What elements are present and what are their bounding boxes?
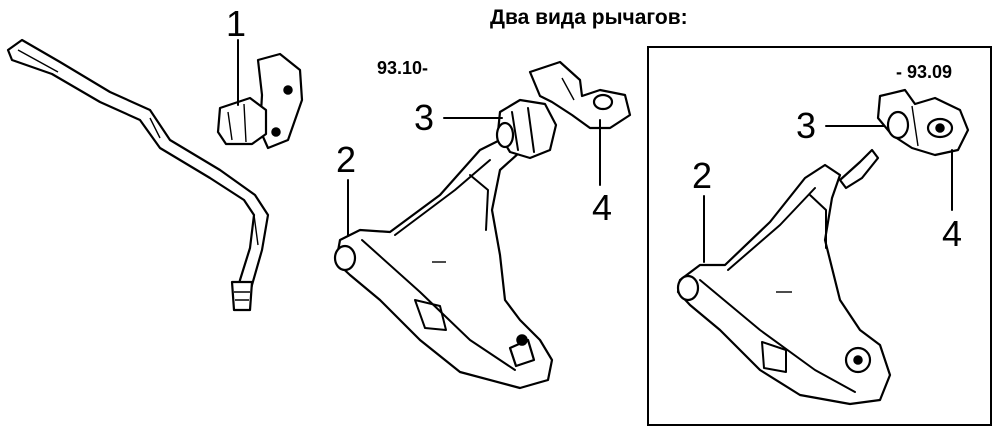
control-arm-old bbox=[676, 148, 892, 406]
stabilizer-bar bbox=[6, 38, 270, 312]
callout-3-left: 3 bbox=[414, 97, 435, 138]
version-label-new: 93.10- bbox=[377, 58, 429, 78]
callout-4-right: 4 bbox=[942, 213, 963, 254]
control-arm-new bbox=[333, 123, 554, 390]
mount-bracket-new bbox=[528, 60, 632, 130]
callout-4-left: 4 bbox=[592, 187, 613, 228]
callout-3-right: 3 bbox=[796, 105, 817, 146]
callout-1: 1 bbox=[226, 3, 247, 44]
bushing-mount-old bbox=[876, 88, 970, 157]
bushing-new bbox=[495, 98, 558, 160]
callout-2-left: 2 bbox=[336, 139, 357, 180]
old-version-frame bbox=[647, 46, 992, 426]
callout-2-right: 2 bbox=[692, 155, 713, 196]
diagram-title: Два вида рычагов: bbox=[490, 6, 688, 29]
version-label-old: - 93.09 bbox=[896, 62, 953, 82]
stabilizer-bracket bbox=[216, 52, 304, 150]
